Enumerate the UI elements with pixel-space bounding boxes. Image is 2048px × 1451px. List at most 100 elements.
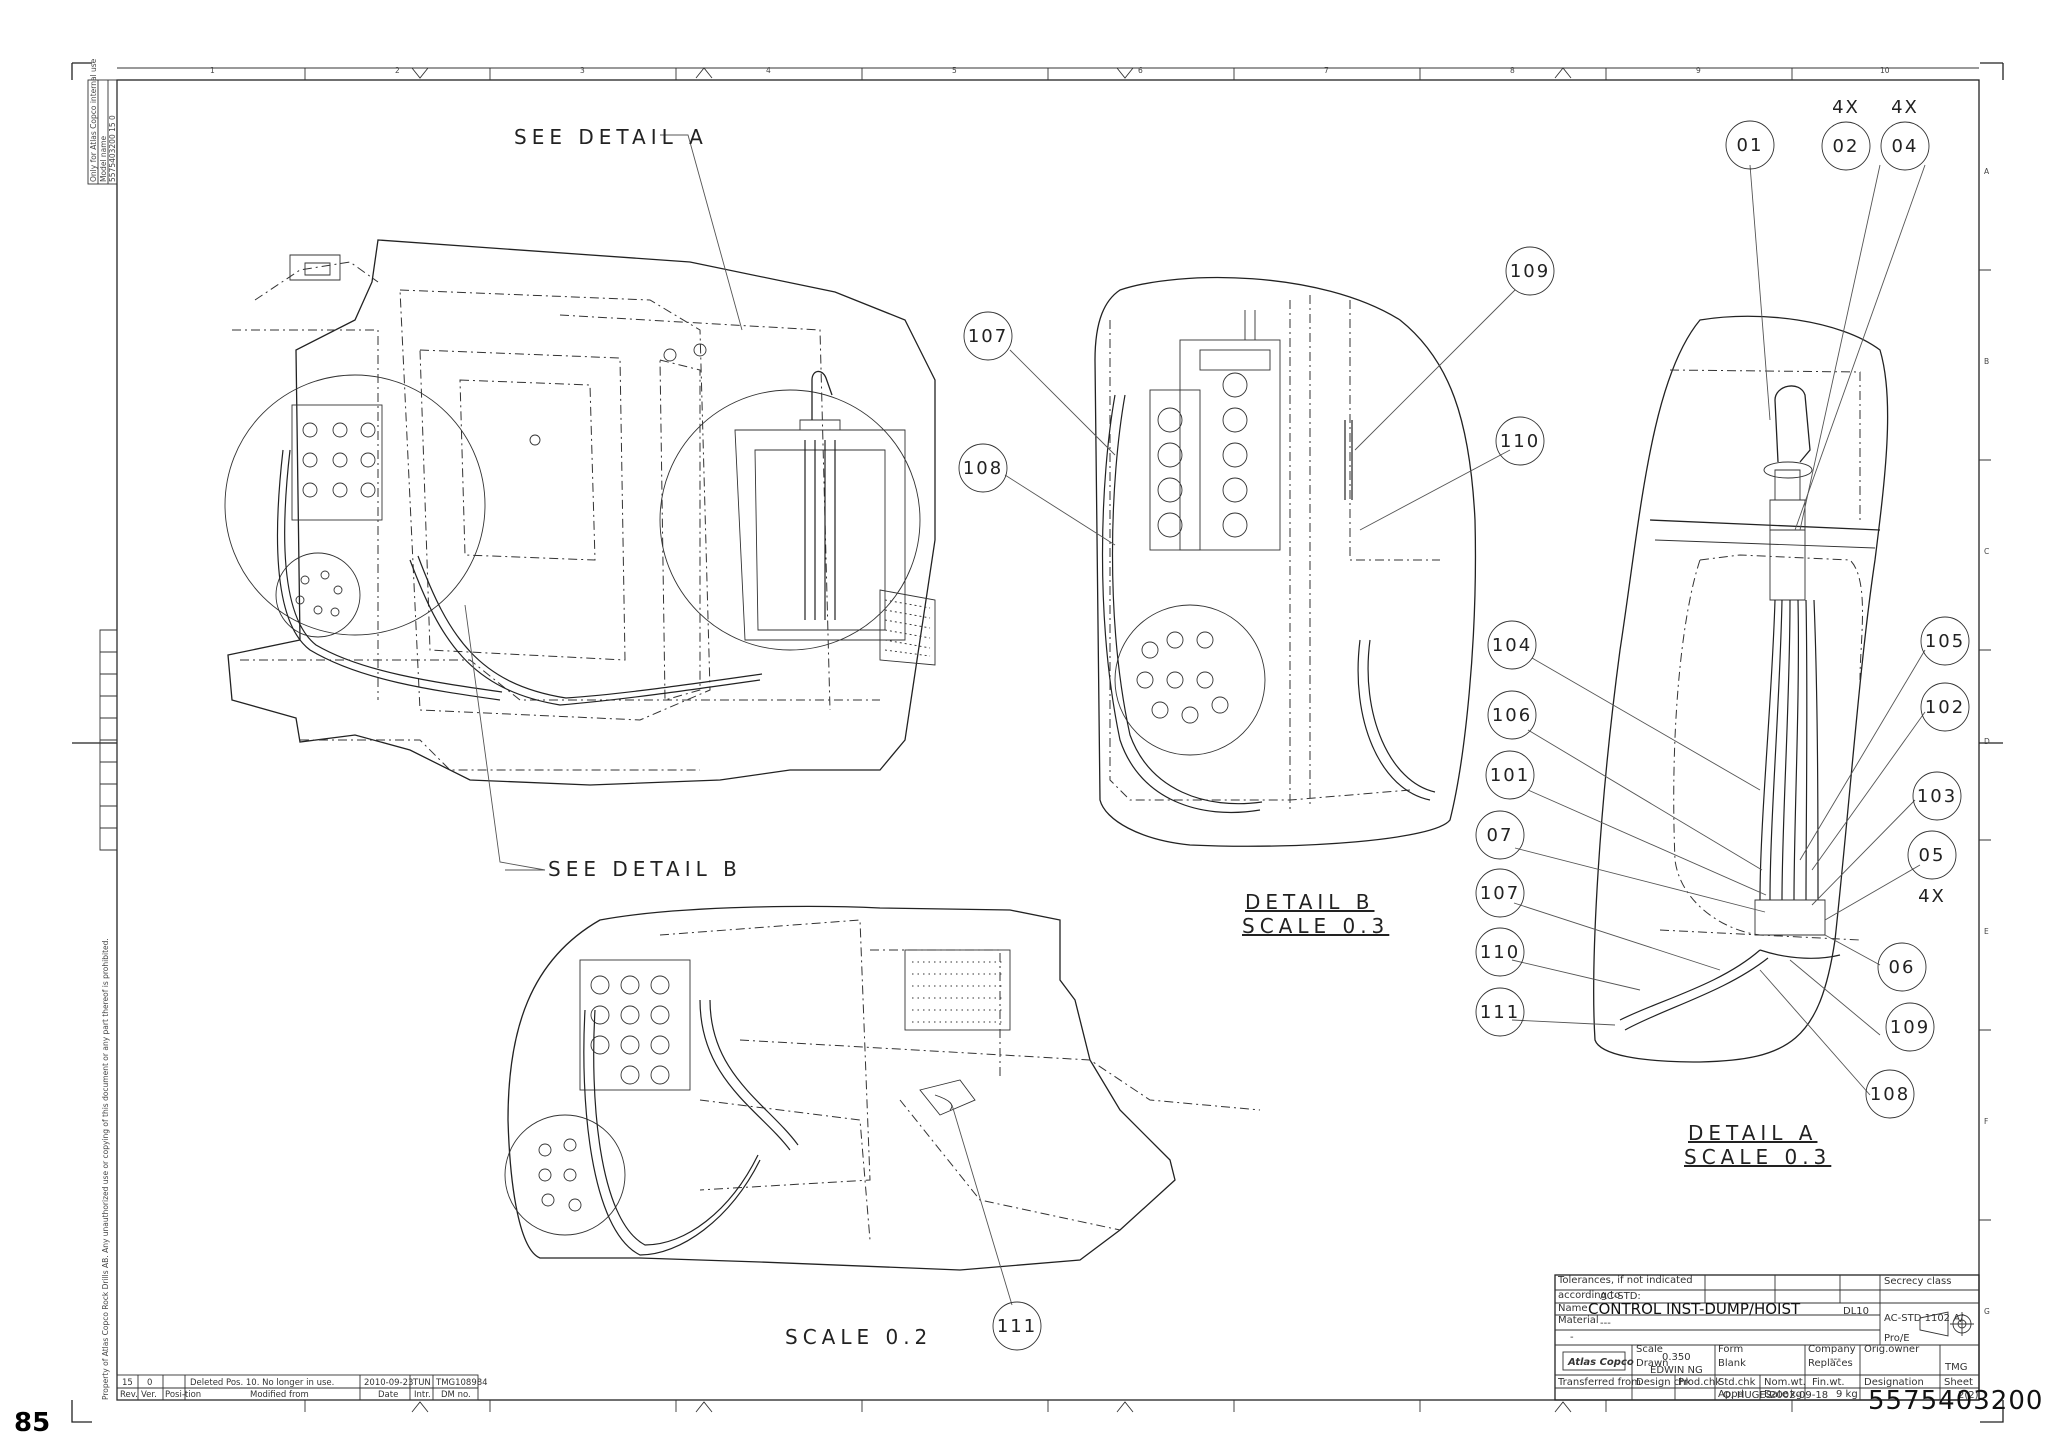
zone-row-f: F [1984,1117,1988,1126]
rev-header-ver: Ver. [141,1390,157,1400]
tb-sheet-label: Sheet [1944,1377,1973,1388]
tb-fin-wt: Fin.wt. [1812,1377,1845,1388]
zone-row-labels: A B C D E F G [1984,167,1990,1316]
round-plate [275,552,361,638]
balloon-a-109: 109 [1890,1017,1930,1038]
balloon-a-107: 107 [1480,883,1520,904]
zone-col-6: 6 [1138,66,1143,75]
page-number: 85 [14,1408,51,1438]
tb-material: --- [1600,1318,1611,1329]
zone-col-9: 9 [1696,66,1701,75]
main-machine-view [224,134,936,871]
tb-company-label: Company [1808,1344,1856,1355]
tb-model: DL10 [1843,1306,1869,1317]
balloon-b-108: 108 [963,458,1003,479]
tb-std: AC-STD: [1600,1291,1641,1302]
stamp-number: 5575403200 15 0 [108,115,117,182]
qty-note-02: 4X [1832,97,1860,118]
tb-design-chk: Design chk [1636,1377,1692,1388]
stamp-internal-use: Only for Atlas Copco internal use [89,58,98,182]
balloon-b-110: 110 [1500,431,1540,452]
rev-dm-number: TMG108984 [435,1378,488,1388]
balloon-a-105: 105 [1925,631,1965,652]
tb-blank: Blank [1718,1358,1746,1369]
stamp-model-name: Model name [99,135,108,182]
scale-02-view [504,905,1261,1351]
rev-description: Deleted Pos. 10. No longer in use. [190,1378,334,1388]
zone-col-10: 10 [1880,66,1890,75]
qty-note-04: 4X [1891,97,1919,118]
tb-sheet: 2(2) [1958,1390,1979,1401]
rev-header-init: Intr. [414,1390,431,1400]
balloon-b-109: 109 [1510,261,1550,282]
tb-logo: Atlas Copco [1567,1357,1634,1368]
valve-block [291,404,383,521]
zone-column-labels: 1 2 3 4 5 6 7 8 9 10 [210,66,1890,75]
tb-drawn-label: Drawn [1636,1358,1668,1369]
tb-material-label: Material [1558,1315,1599,1326]
detail-a-scale: SCALE 0.3 [1684,1145,1831,1169]
tb-appd-label: Appd [1718,1389,1744,1400]
zone-row-e: E [1984,927,1989,936]
balloon-a-111: 111 [1480,1002,1520,1023]
side-stamp: Only for Atlas Copco internal use Model … [87,58,118,1400]
tb-std-ref: AC-STD 1102 A/ [1884,1313,1964,1324]
tb-replaces: Replaces [1808,1358,1853,1369]
zone-col-4: 4 [766,66,771,75]
balloon-a-102: 102 [1925,697,1965,718]
detail-b-view [958,246,1555,847]
zone-col-2: 2 [395,66,400,75]
tb-orig-owner-label: Orig.owner [1864,1344,1920,1355]
rev-version: 0 [147,1378,152,1388]
tb-prod-chk: Prod.chk [1678,1377,1721,1388]
balloon-a-101: 101 [1490,765,1530,786]
zone-col-7: 7 [1324,66,1329,75]
balloon-main-111: 111 [997,1316,1037,1337]
tb-fin-val: 9 kg [1836,1389,1858,1400]
balloon-a-07: 07 [1487,825,1514,846]
balloon-a-104: 104 [1492,635,1532,656]
detail-a-circle [659,389,921,651]
detail-b-valve-stack [1149,310,1281,551]
balloon-a-106: 106 [1492,705,1532,726]
sheet-frame [71,62,2004,1423]
detail-b-circle [224,374,486,636]
tb-company: --- [1830,1354,1841,1365]
tb-designation: Designation [1864,1377,1924,1388]
tb-tolerances: Tolerances, if not indicated [1557,1275,1693,1286]
tb-name: CONTROL INST-DUMP/HOIST [1588,1300,1801,1318]
zone-col-1: 1 [210,66,215,75]
balloon-a-06: 06 [1889,957,1916,978]
see-detail-a-label: SEE DETAIL A [514,125,708,149]
tb-scale: 0.350 [1662,1352,1691,1363]
tb-drawing-number: 5575403200 [1868,1386,2043,1416]
tb-nom-wt: Nom.wt. [1764,1377,1806,1388]
zone-row-g: G [1984,1307,1990,1316]
main-scale-label: SCALE 0.2 [785,1325,932,1349]
detail-a-title: DETAIL A [1688,1121,1817,1145]
rev-header-modified: Modified from [250,1390,309,1400]
tb-date-label: Date [1764,1389,1788,1400]
rev-header-rev: Rev. [120,1390,138,1400]
detail-a-view [1475,120,1970,1119]
tb-date: 2002-09-18 [1770,1390,1828,1401]
zone-col-8: 8 [1510,66,1515,75]
zone-row-a: A [1984,167,1990,176]
tb-secrecy: Secrecy class [1884,1276,1951,1287]
balloon-a-108: 108 [1870,1084,1910,1105]
rev-date: 2010-09-23 [364,1378,413,1388]
zone-row-c: C [1984,547,1989,556]
zone-col-5: 5 [952,66,957,75]
tb-transferred: Transferred from [1557,1377,1641,1388]
balloon-a-103: 103 [1917,786,1957,807]
property-note: Property of Atlas Copco Rock Drills AB. … [101,938,110,1400]
balloon-b-107: 107 [968,326,1008,347]
tb-std-chk: Std.chk [1718,1377,1756,1388]
tb-form: Form [1718,1344,1743,1355]
balloon-a-110: 110 [1480,942,1520,963]
rev-number: 15 [122,1378,133,1388]
zone-row-d: D [1984,737,1990,746]
rev-header-dm: DM no. [441,1390,471,1400]
